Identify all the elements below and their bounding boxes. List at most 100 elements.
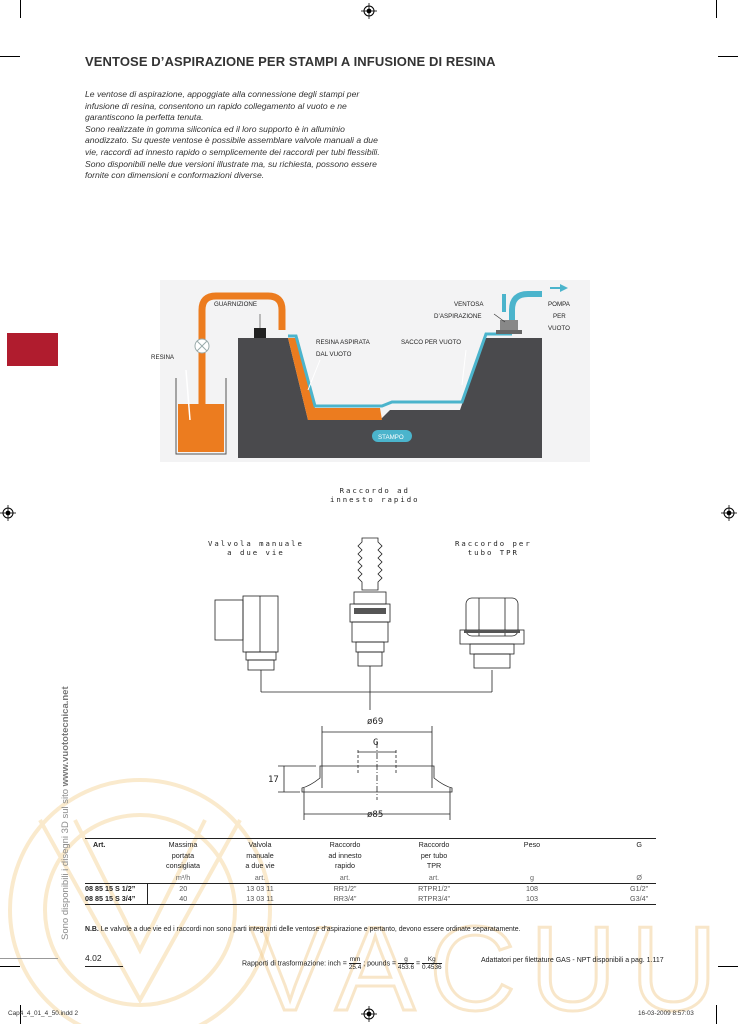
registration-mark-icon (721, 505, 737, 521)
unit-cell (85, 873, 147, 884)
quick-coupling-drawing (349, 537, 391, 667)
table-cell: 13 03 11 (246, 883, 274, 893)
vacuum-bag (288, 332, 512, 408)
intro-paragraph: Sono realizzate in gomma siliconica ed i… (85, 123, 380, 157)
technical-drawing (214, 537, 525, 820)
dim-diameter-69: ø69 (367, 717, 384, 727)
intro-text: Le ventose di aspirazione, appoggiate al… (85, 89, 385, 182)
crop-mark (716, 0, 717, 18)
crop-mark (20, 1005, 21, 1024)
crop-mark (716, 1005, 717, 1024)
label-ventosa-2: D’ASPIRAZIONE (434, 313, 482, 320)
label-resina-aspirata-1: RESINA ASPIRATA (316, 339, 370, 346)
fraction-den: 453.6 (398, 964, 415, 971)
fraction-den: 0.4536 (422, 964, 442, 971)
unit-cell: Ø (636, 872, 642, 882)
label-resina-aspirata-2: DAL VUOTO (316, 351, 352, 358)
registration-mark-icon (0, 505, 16, 521)
label-pompa-2: PER (553, 313, 566, 320)
spec-table: Art. Massima portata consigliata Valvola… (85, 838, 656, 905)
note-text: Le valvole a due vie ed i raccordi non s… (98, 926, 521, 933)
vacuum-watermark-logo: VACUUM (8, 778, 738, 1024)
label-sacco: SACCO PER VUOTO (401, 339, 462, 346)
adattatori-note: Adattatori per filettature GAS - NPT dis… (481, 957, 664, 964)
suction-cup-icon (500, 320, 518, 332)
conversion-lead: Rapporti di trasformazione: inch = (242, 960, 349, 968)
art-cell: 08 85 15 S 3/4” (85, 893, 148, 904)
label-valvola: Valvola manuale a due vie (208, 539, 304, 557)
intro-paragraph: Sono disponibili nelle due versioni illu… (85, 158, 377, 181)
fraction-num: g (398, 956, 415, 964)
label-guarnizione: GUARNIZIONE (214, 301, 257, 308)
unit-cell: art. (428, 872, 440, 882)
column-header: Massima portata consigliata (166, 840, 200, 870)
unit-cell: art. (254, 872, 266, 882)
unit-cell: g (530, 872, 534, 882)
label-pompa-1: POMPA (548, 301, 570, 308)
table-cell: 40 (179, 893, 188, 903)
crop-mark (0, 966, 20, 967)
dim-height-17: 17 (268, 775, 279, 785)
table-row: 08 85 15 S 1/2” 20 13 03 11 RR1/2” RTPR1… (85, 883, 656, 894)
crop-mark (0, 56, 20, 57)
crop-mark (20, 0, 21, 18)
unit-cell: m³/h (175, 872, 191, 882)
column-header: Art. (93, 840, 106, 849)
dim-diameter-85: ø85 (367, 810, 384, 820)
page-number: 4.02 (85, 953, 102, 963)
table-cell: 108 (526, 883, 538, 893)
table-cell: 103 (526, 893, 538, 903)
intro-paragraph: Le ventose di aspirazione, appoggiate al… (85, 89, 360, 123)
page-rule (0, 958, 58, 959)
column-header: Raccordo per tubo TPR (418, 840, 450, 870)
fraction-num: mm (348, 956, 362, 964)
crop-mark (718, 966, 738, 967)
art-cell: 08 85 15 S 1/2” (85, 883, 148, 894)
gasket-icon (254, 328, 266, 338)
page-number-rule (85, 966, 123, 967)
unit-row: m³/h art. art. art. g Ø (85, 872, 656, 884)
page-title: VENTOSE D’ASPIRAZIONE PER STAMPI A INFUS… (85, 54, 496, 69)
table-cell: RTPR1/2” (418, 883, 450, 893)
table-cell: RR3/4” (333, 893, 357, 903)
crop-mark (718, 56, 738, 57)
column-header: Peso (523, 840, 541, 849)
fraction-den: 25.4 (348, 964, 362, 971)
label-raccordo-tubo: Raccordo per tubo TPR (455, 539, 532, 557)
side-note-text: Sono disponibili i disegni 3D sul sito (60, 786, 71, 940)
table-header-row: Art. Massima portata consigliata Valvola… (85, 839, 656, 873)
footer-file: Cap4_4_01_4_50.indd 2 (8, 1010, 79, 1017)
unit-cell: art. (339, 872, 351, 882)
table-cell: 13 03 11 (246, 893, 274, 903)
resin-pipe (198, 292, 286, 420)
table-cell: RTPR3/4” (418, 893, 450, 903)
table-row: 08 85 15 S 3/4” 40 13 03 11 RR3/4” RTPR3… (85, 893, 656, 904)
manual-valve-drawing (214, 595, 279, 671)
mold-shape (238, 338, 542, 458)
side-note: Sono disponibili i disegni 3D sul sito w… (60, 686, 71, 940)
label-raccordo-innesto: Raccordo ad innesto rapido (330, 486, 420, 504)
column-header: G (636, 840, 642, 849)
footer-timestamp: 16-03-2009 8:57:03 (638, 1010, 694, 1017)
conversion-eq: = (414, 960, 423, 968)
website-link[interactable]: www.vuototecnica.net (60, 686, 71, 787)
column-header: Raccordo ad innesto rapido (328, 840, 362, 870)
note-prefix: N.B. (85, 926, 99, 933)
infusion-diagram (150, 280, 602, 462)
suction-cup-drawing (278, 726, 453, 820)
fraction-num: Kg (422, 956, 442, 964)
table-cell: G1/2” (630, 883, 648, 893)
table-cell: RR1/2” (333, 883, 357, 893)
label-stampo: STAMPO (378, 434, 404, 441)
table-cell: 20 (179, 883, 188, 893)
conversion-mid: ; pounds = (361, 960, 399, 968)
table-cell: G3/4” (630, 893, 648, 903)
section-tab (7, 333, 58, 366)
dim-thread-g: G (373, 738, 379, 748)
svg-text:VACUUM: VACUUM (250, 902, 738, 1024)
registration-mark-icon (361, 3, 377, 19)
note: N.B. Le valvole a due vie ed i raccordi … (85, 926, 521, 933)
label-ventosa-1: VENTOSA (454, 301, 484, 308)
label-pompa-3: VUOTO (548, 325, 570, 332)
